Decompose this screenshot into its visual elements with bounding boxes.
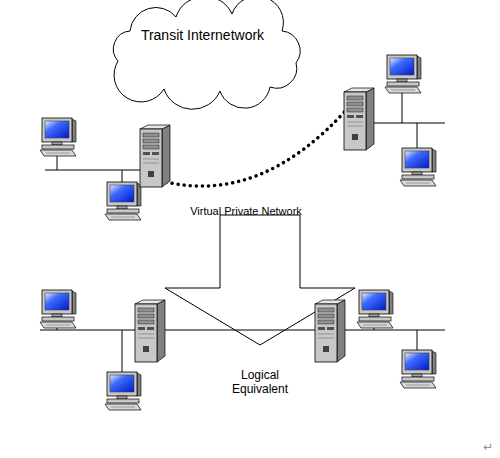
computer-icon bbox=[400, 350, 436, 388]
lan-wire bbox=[45, 170, 142, 171]
lan-drop bbox=[417, 330, 418, 350]
lan-drop bbox=[417, 123, 418, 148]
server-tower bbox=[315, 300, 345, 362]
computer-icon bbox=[105, 182, 141, 220]
computer-icon bbox=[385, 55, 421, 93]
lan-wire bbox=[40, 330, 445, 331]
lan-drop bbox=[402, 93, 403, 123]
network-cloud: Transit Internetwork bbox=[100, 5, 305, 95]
computer-icon bbox=[40, 290, 76, 328]
lan-drop bbox=[122, 330, 123, 372]
cloud-shape bbox=[100, 5, 305, 95]
diagram-label: Virtual Private Network bbox=[180, 205, 312, 218]
vpn-tunnel bbox=[166, 108, 348, 186]
cloud-outline bbox=[113, 0, 300, 109]
lan-wire bbox=[372, 123, 445, 124]
paragraph-mark: ↵ bbox=[480, 440, 496, 454]
diagram-label: Logical Equivalent bbox=[222, 368, 298, 397]
lan-drop bbox=[122, 170, 123, 182]
computer-icon bbox=[40, 118, 76, 156]
server-tower bbox=[135, 300, 165, 362]
lan-drop bbox=[57, 156, 58, 170]
computer-icon bbox=[105, 372, 141, 410]
computer-icon bbox=[400, 148, 436, 186]
server-tower bbox=[344, 88, 374, 150]
server-tower bbox=[140, 125, 170, 187]
cloud-label: Transit Internetwork bbox=[100, 27, 305, 43]
computer-icon bbox=[357, 290, 393, 328]
